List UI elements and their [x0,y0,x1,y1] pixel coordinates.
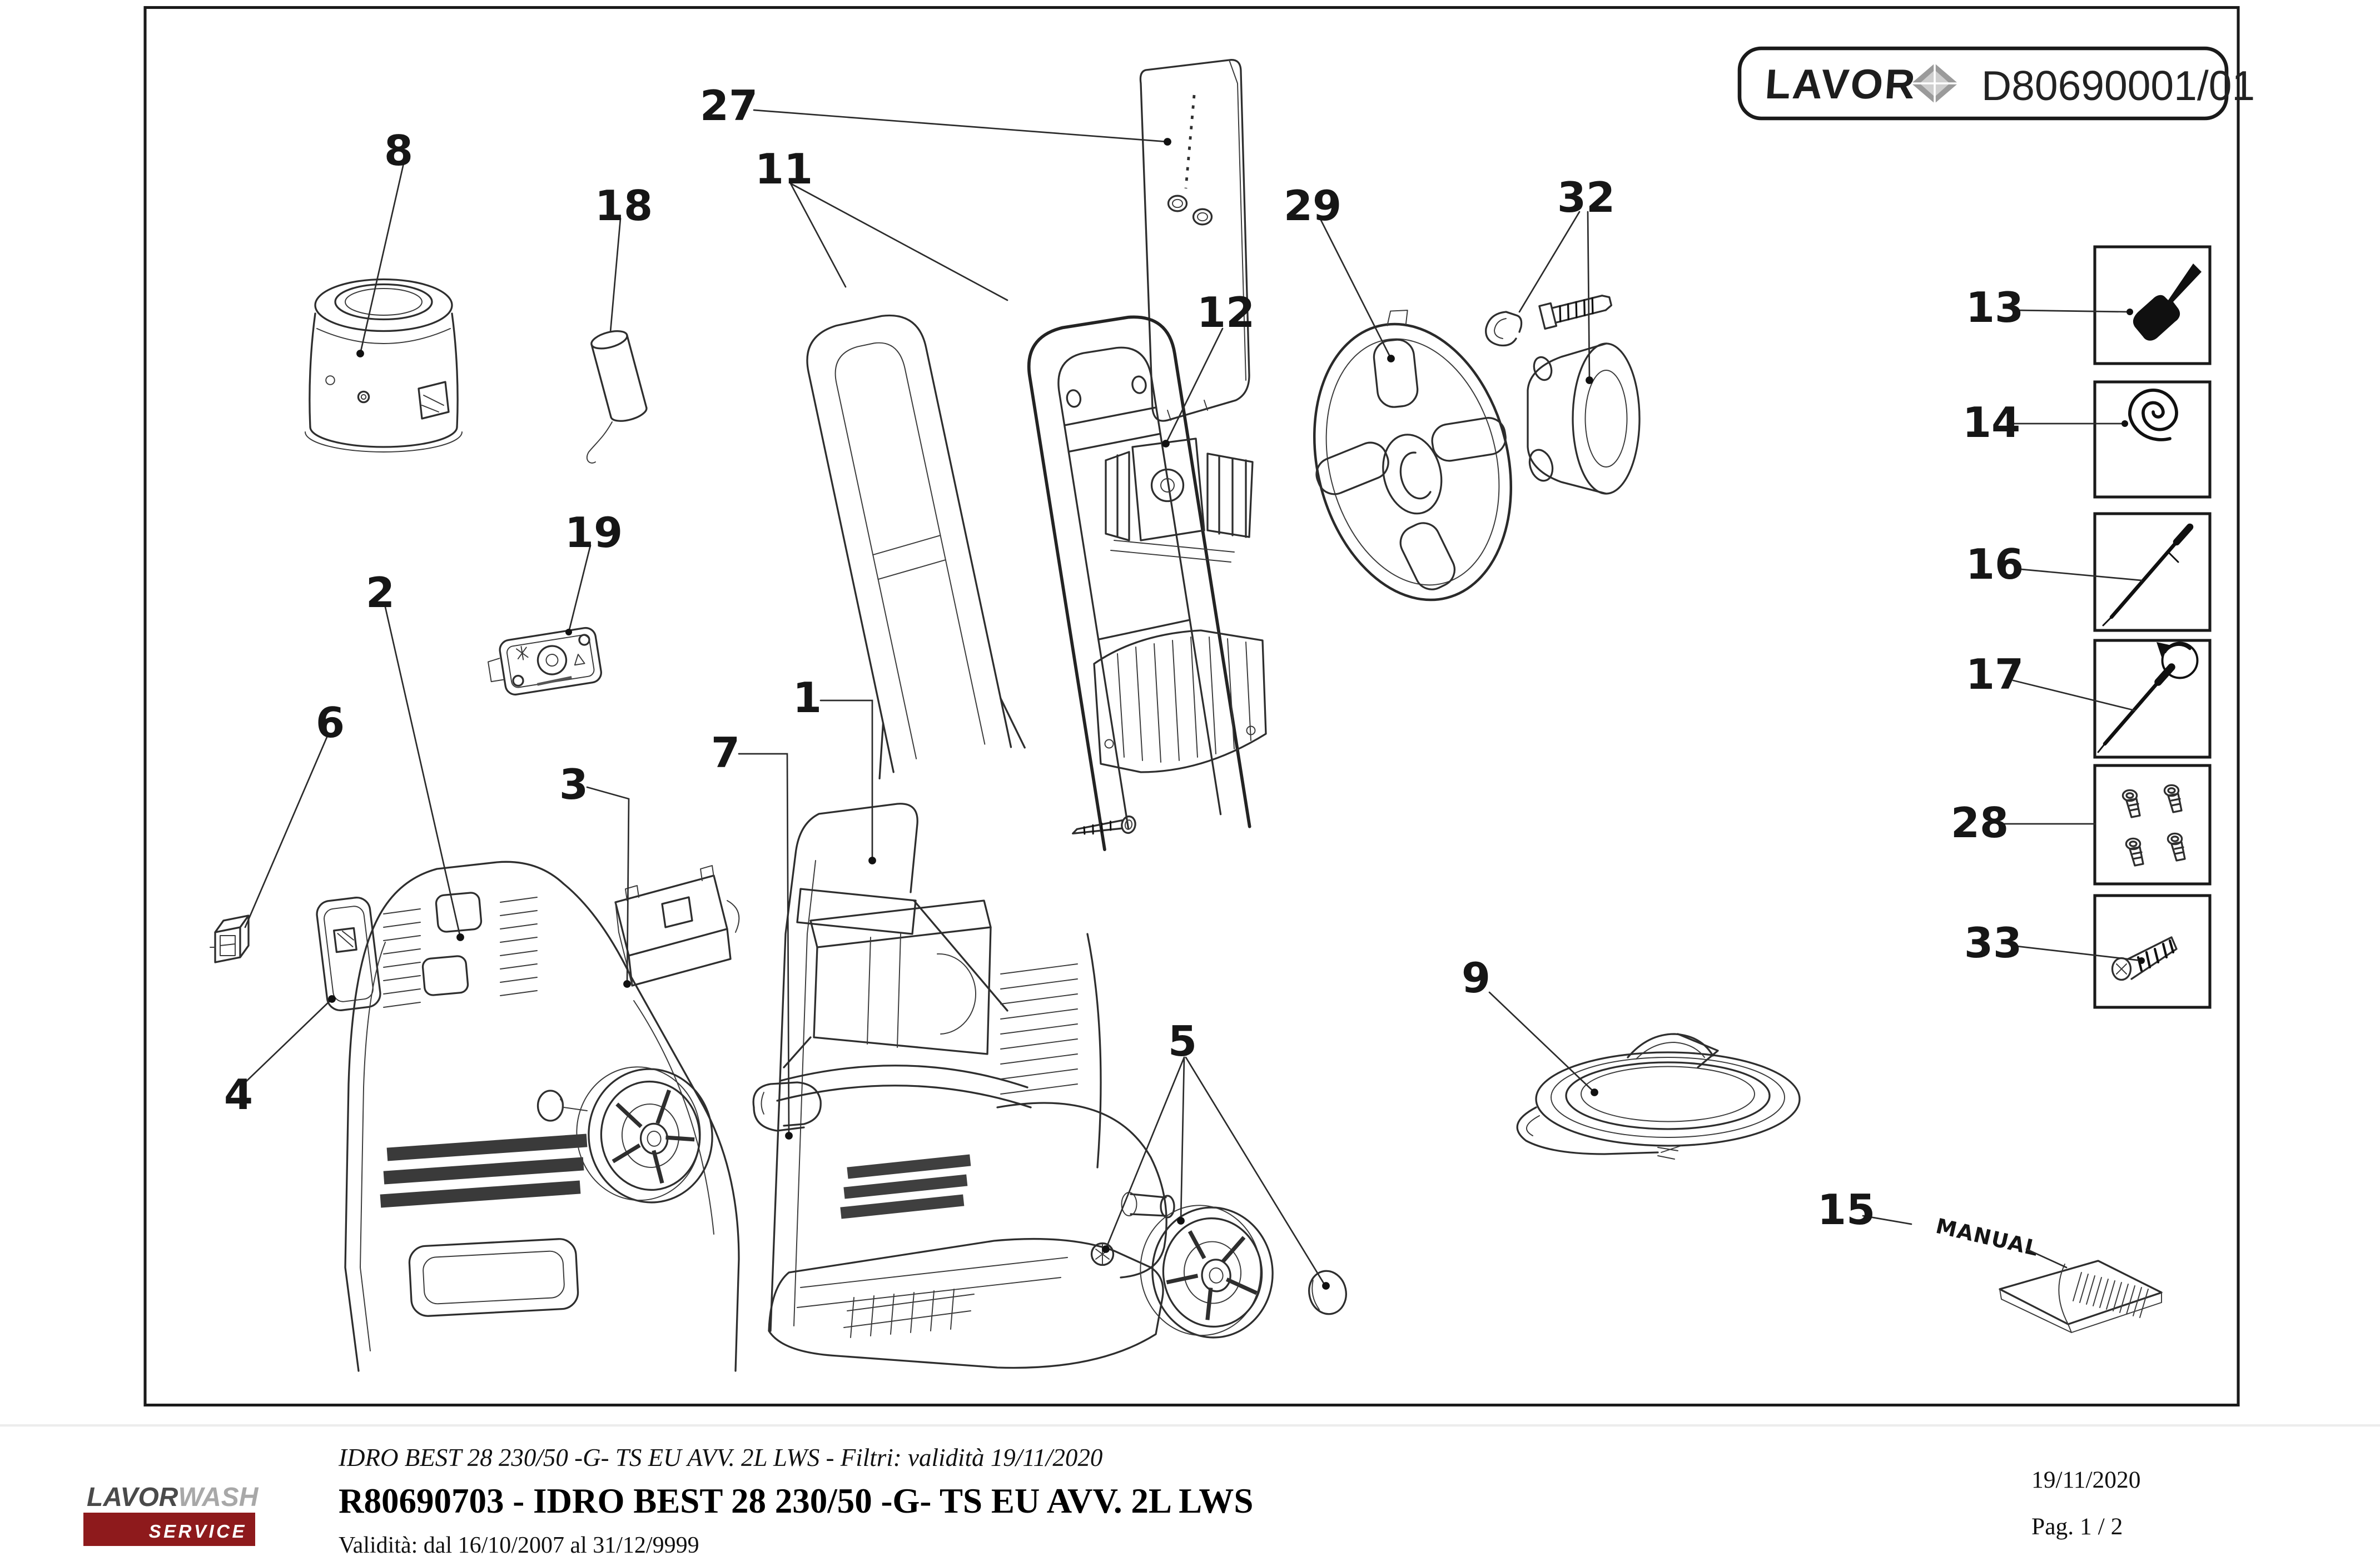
part-11-handle-left [806,314,1026,780]
chassis-screw [1072,815,1136,835]
part-12-bracket [1105,438,1254,563]
brand-logo-text: LAVOR [1764,61,1919,107]
part-18-capacitor [586,330,648,464]
part-15-manual-book [1999,1260,2163,1333]
footer-page-number: Pag. 1 / 2 [2031,1513,2123,1540]
logo-lavorwash: LAVORWASH [87,1483,259,1512]
part-label-13: 13 [1966,283,2024,332]
part-29-hose-reel [1313,310,1513,601]
part-2-side-panel [344,861,740,1372]
logo-service-text: SERVICE [149,1521,247,1542]
part-label-32: 32 [1557,173,1615,222]
part-19-switch-plate [488,627,602,696]
part-label-4: 4 [224,1070,253,1119]
part-28-screws-icon [2121,784,2186,867]
part-1-chassis [768,803,1175,1369]
part-label-5: 5 [1168,1017,1197,1066]
part-label-15: 15 [1817,1185,1875,1234]
footer-date: 19/11/2020 [2031,1466,2141,1493]
part-17-turbo-lance-icon [2097,642,2199,753]
footer-part-line: R80690703 - IDRO BEST 28 230/50 -G- TS E… [339,1482,1253,1520]
part-label-11: 11 [755,145,813,193]
part-label-19: 19 [565,508,623,557]
footer-validity-line: Validità: dal 16/10/2007 al 31/12/9999 [339,1533,699,1558]
logo-red-band [83,1513,255,1546]
part-6-switch [210,914,250,963]
box-17 [2093,639,2212,759]
part-32-bolt [1538,295,1613,330]
part-16-lance-icon [2102,523,2194,627]
part-label-28: 28 [1951,798,2009,847]
part-5-hub-cap [1308,1270,1347,1315]
part-5-wheel [1140,1205,1274,1339]
part-14-hose-spiral-icon [2128,389,2178,441]
part-label-14: 14 [1962,398,2020,447]
box-33 [2093,894,2212,1009]
part-32-clip [1485,311,1523,347]
part-label-27: 27 [700,81,758,130]
part-9-hose-coil [1516,1033,1801,1160]
part-label-2: 2 [366,568,395,617]
part-label-8: 8 [384,126,413,175]
part-label-17: 17 [1966,650,2024,699]
box-28 [2093,764,2212,886]
part-7-hook [752,1081,822,1132]
part-11-handle-right [1027,315,1251,851]
footer-separator [0,1424,2380,1427]
part-3-bracket [614,865,740,987]
footer-logo: LAVORWASH SERVICE [83,1483,259,1546]
leader-lines [244,109,2145,1290]
part-label-6: 6 [316,698,345,747]
part-label-1: 1 [793,673,822,722]
part-label-9: 9 [1462,953,1490,1002]
left-wheel [576,1066,713,1204]
part-label-7: 7 [711,728,740,777]
part-32-holder-cup [1527,342,1641,495]
part-label-33: 33 [1964,918,2022,967]
part-27-panel [1139,59,1250,422]
part-label-16: 16 [1966,540,2024,589]
part-labels: 1 2 3 4 5 6 7 8 9 11 12 13 14 15 16 17 1… [224,81,2024,1234]
part-label-12: 12 [1197,288,1255,337]
panel-knob [536,1090,588,1122]
part-label-18: 18 [595,181,653,230]
part-8-motor-cover [305,278,463,453]
part-label-29: 29 [1284,181,1341,230]
drawing-code: D80690001/01 [1981,62,2255,109]
title-box [1737,46,2229,121]
front-grille-cover [1093,629,1267,773]
brand-diamond-icon [1911,63,1958,103]
title-block: LAVOR D80690001/01 [1737,46,2255,121]
part-label-3: 3 [559,760,588,809]
part-13-spray-gun-icon [2133,264,2202,341]
footer-model-line: IDRO BEST 28 230/50 -G- TS EU AVV. 2L LW… [338,1444,1102,1471]
